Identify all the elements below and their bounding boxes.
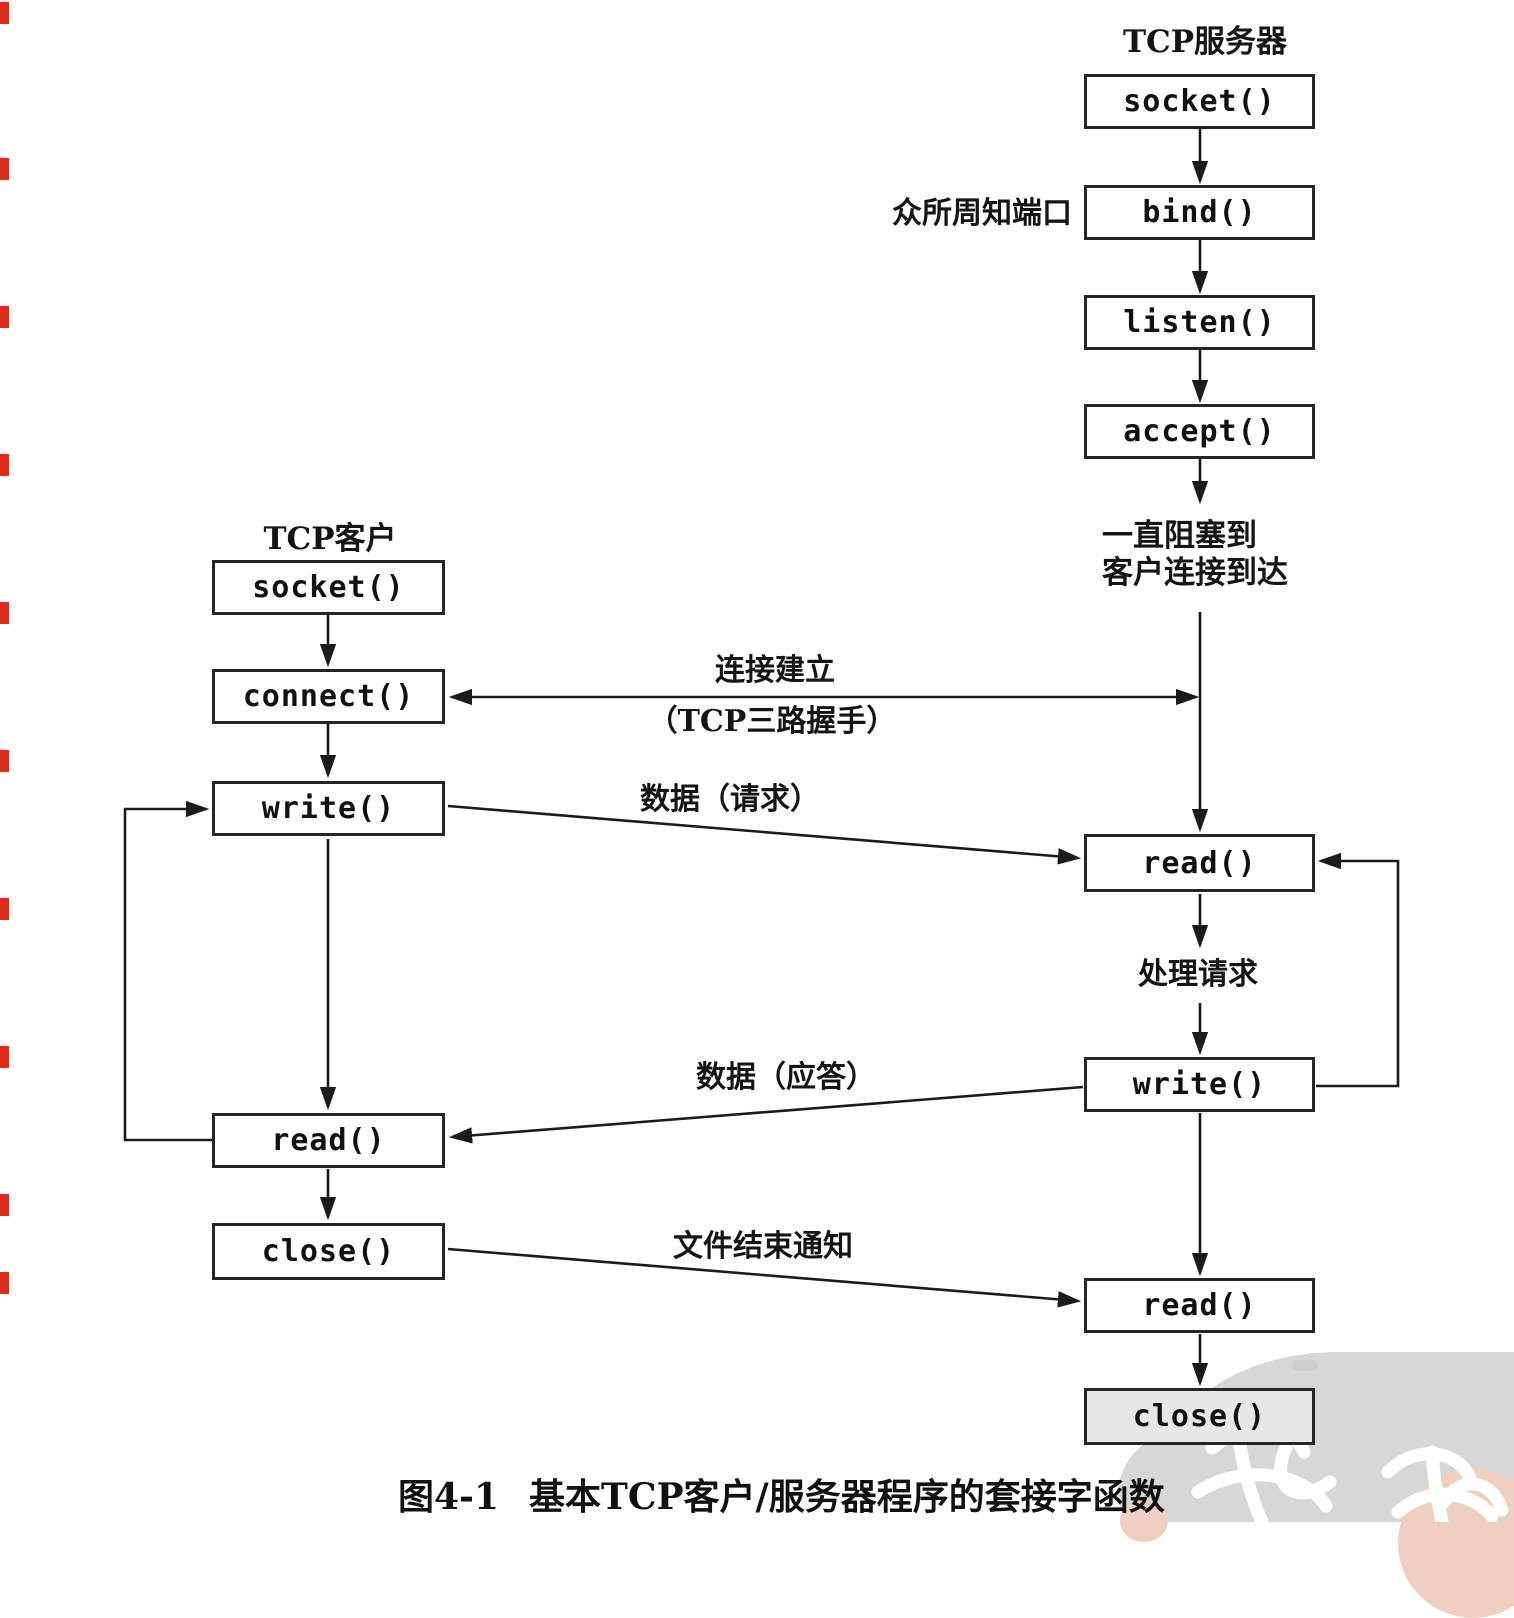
figure-caption: 图4-1 基本TCP客户/服务器程序的套接字函数 — [398, 1468, 1165, 1520]
arrow-data-reply — [448, 1085, 1084, 1144]
figure-title: 基本TCP客户/服务器程序的套接字函数 — [529, 1476, 1165, 1518]
server-bind-box: bind() — [1084, 185, 1315, 240]
figure-number: 图4-1 — [398, 1476, 500, 1518]
process-request-label: 处理请求 — [1138, 957, 1258, 992]
scan-mark — [0, 1194, 9, 1216]
client-read-box: read() — [212, 1113, 445, 1168]
server-column-title: TCP服务器 — [1122, 24, 1288, 60]
loop-client-read-write — [123, 800, 212, 1142]
well-known-port-label: 众所周知端口 — [892, 196, 1072, 231]
client-column-title: TCP客户 — [263, 521, 397, 557]
arrow-data-request — [447, 804, 1082, 865]
loop-server-write-read — [1316, 852, 1400, 1088]
server-socket-box: socket() — [1084, 74, 1315, 129]
scan-mark — [0, 602, 9, 624]
server-close-box: close() — [1084, 1388, 1315, 1445]
server-read-request-box: read() — [1084, 834, 1315, 892]
server-read-eof-box: read() — [1084, 1278, 1315, 1333]
diagram-connectors — [123, 129, 1400, 1387]
client-socket-box: socket() — [212, 560, 445, 615]
server-listen-box: listen() — [1084, 295, 1315, 350]
watermark-dash — [1292, 1360, 1318, 1371]
client-connect-box: connect() — [212, 669, 445, 724]
server-block-line1: 一直阻塞到 — [1102, 518, 1257, 554]
connection-established-label: 连接建立 — [715, 653, 835, 688]
client-write-box: write() — [212, 781, 445, 836]
data-reply-label: 数据（应答） — [696, 1060, 876, 1095]
eof-notice-label: 文件结束通知 — [673, 1229, 853, 1264]
scan-mark — [0, 306, 9, 328]
three-way-handshake-label: （TCP三路握手） — [647, 704, 897, 739]
scan-mark — [0, 158, 9, 180]
client-close-box: close() — [212, 1223, 445, 1280]
arrow-eof-notice — [447, 1247, 1082, 1308]
server-block-line2: 客户连接到达 — [1102, 555, 1288, 591]
data-request-label: 数据（请求） — [640, 782, 820, 817]
server-accept-box: accept() — [1084, 404, 1315, 459]
scan-mark — [0, 2, 9, 24]
scan-mark — [0, 750, 9, 772]
scan-mark — [0, 1046, 9, 1068]
server-block-label: 一直阻塞到 客户连接到达 — [1102, 518, 1288, 592]
scan-mark — [0, 1272, 9, 1294]
scan-mark — [0, 454, 9, 476]
server-write-reply-box: write() — [1084, 1057, 1315, 1112]
scan-mark — [0, 898, 9, 920]
